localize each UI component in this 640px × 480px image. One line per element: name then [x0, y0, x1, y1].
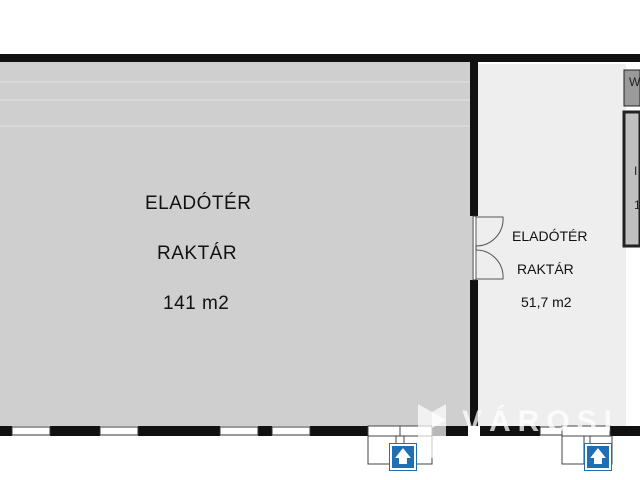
divider-wall-lower — [470, 280, 478, 426]
right-small-room-top — [623, 69, 640, 107]
main-room-area: 141 m2 — [163, 293, 230, 314]
main-room-floor — [0, 60, 472, 426]
watermark-subtext: INGATLANIRODA — [466, 441, 583, 450]
right-room-mid-label: I — [634, 164, 638, 178]
side-room-type: RAKTÁR — [517, 261, 574, 277]
bottom-wall — [0, 426, 640, 436]
up-arrow-icon: 🡅 — [390, 444, 416, 470]
up-arrow-icon: 🡅 — [585, 444, 611, 470]
windows — [11, 426, 563, 436]
side-room-area: 51,7 m2 — [521, 294, 572, 310]
main-room-name: ELADÓTÉR — [145, 193, 252, 214]
divider-wall-upper — [470, 60, 478, 216]
right-room-top-label: W — [629, 75, 640, 89]
main-room-top-lines — [0, 81, 472, 127]
side-room-name: ELADÓTÉR — [512, 228, 588, 244]
top-wall — [0, 54, 640, 62]
right-small-room-mid — [622, 110, 640, 248]
double-door — [472, 215, 504, 281]
main-room-type: RAKTÁR — [157, 243, 238, 264]
right-room-num-label: 1 — [634, 198, 640, 212]
side-room-floor — [476, 64, 626, 426]
watermark-text: VÁROSI — [462, 405, 620, 438]
watermark-logo-icon — [418, 404, 446, 466]
